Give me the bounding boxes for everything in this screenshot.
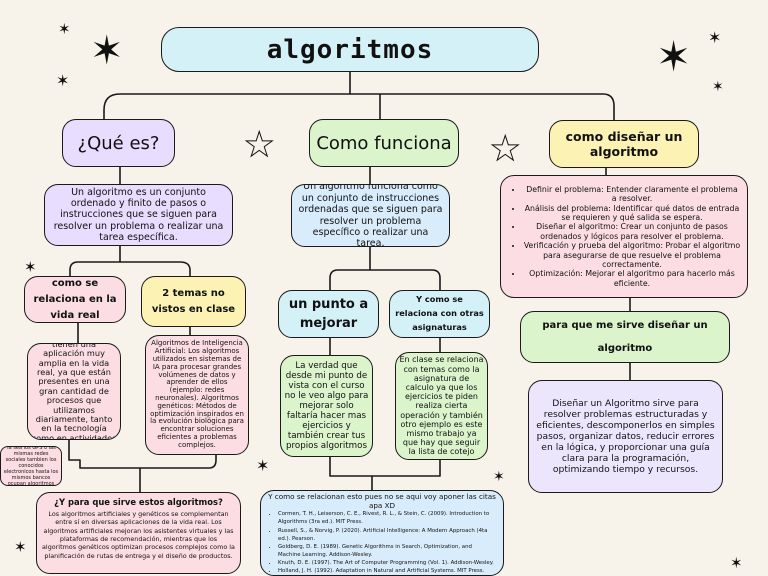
step-item: Análisis del problema: Identificar qué d… [523,204,741,223]
references-heading: Y como se relacionan esto pues no se aqu… [268,492,496,510]
star-icon: ✶ [708,28,722,47]
step-item: Verificación y prueba del algoritmo: Pro… [523,241,741,269]
star-icon: ✶ [90,28,124,74]
temas-text: Algoritmos de Inteligencia Artificial: L… [145,335,249,455]
star-icon: ✶ [712,79,724,95]
sirve-text: Diseñar un Algoritmo sirve para resolver… [528,380,723,493]
que-es-definition: Un algoritmo es un conjunto ordenado y f… [44,184,233,246]
star-icon: ✶ [256,456,270,475]
asignaturas-text: En clase se relaciona con temas como la … [395,352,488,460]
step-item: Diseñar el algoritmo: Crear un conjunto … [523,222,741,241]
temas-heading: 2 temas no vistos en clase [141,276,246,327]
disenar-steps: Definir el problema: Entender claramente… [500,175,748,298]
asignaturas-heading: Y como se relaciona con otras asignatura… [389,290,490,338]
vida-real-text: Los algoritmos tienen una aplicación muy… [27,343,121,440]
reference-item: Knuth, D. E. (1997). The Art of Computer… [278,559,496,567]
reference-item: Cormen, T. H., Leiserson, C. E., Rivest,… [278,510,496,526]
star-icon: ✶ [58,20,71,38]
star-icon: ✶ [656,32,692,81]
step-item: Definir el problema: Entender claramente… [523,185,741,204]
star-icon: ✶ [730,554,743,572]
reference-item: Holland, J. H. (1992). Adaptation in Nat… [278,567,496,575]
sirve-heading: para que me sirve diseñar un algoritmo [520,311,730,363]
para-que-text: Los algoritmos artificiales y genéticos … [42,510,235,560]
star-icon: ✶ [14,538,27,556]
como-funciona-heading: Como funciona [309,119,459,167]
star-icon: ✶ [24,258,37,276]
map-title-text: algoritmos [266,34,434,65]
que-es-heading: ¿Qué es? [62,119,175,167]
como-funciona-definition: Un algoritmo funciona como un conjunto d… [291,184,450,247]
reference-item: Goldberg, D. E. (1989). Genetic Algorith… [278,543,496,559]
map-title: algoritmos [161,27,539,72]
step-item: Optimización: Mejorar el algoritmo para … [523,269,741,288]
punto-mejorar-text: La verdad que desde mi punto de vista co… [280,355,373,457]
disenar-heading: como diseñar un algoritmo [549,120,699,168]
star-outline-icon: ★ [243,125,275,165]
vida-real-heading: como se relaciona en la vida real [24,276,126,323]
steps-list: Definir el problema: Entender claramente… [501,185,747,288]
ejemplos-note: Ya sea los GPS o las mismas redes social… [0,446,62,486]
para-que-box: ¿Y para que sirve estos algoritmos? Los … [36,492,241,574]
references-box: Y como se relacionan esto pues no se aqu… [260,490,504,576]
para-que-heading: ¿Y para que sirve estos algoritmos? [54,497,223,507]
punto-mejorar-heading: un punto a mejorar [278,290,379,338]
star-outline-icon: ★ [489,129,521,169]
references-list: Cormen, T. H., Leiserson, C. E., Rivest,… [264,510,500,575]
reference-item: Russell, S., & Norvig, P. (2020). Artifi… [278,527,496,543]
star-icon: ✶ [493,469,505,485]
star-icon: ✶ [56,71,70,90]
